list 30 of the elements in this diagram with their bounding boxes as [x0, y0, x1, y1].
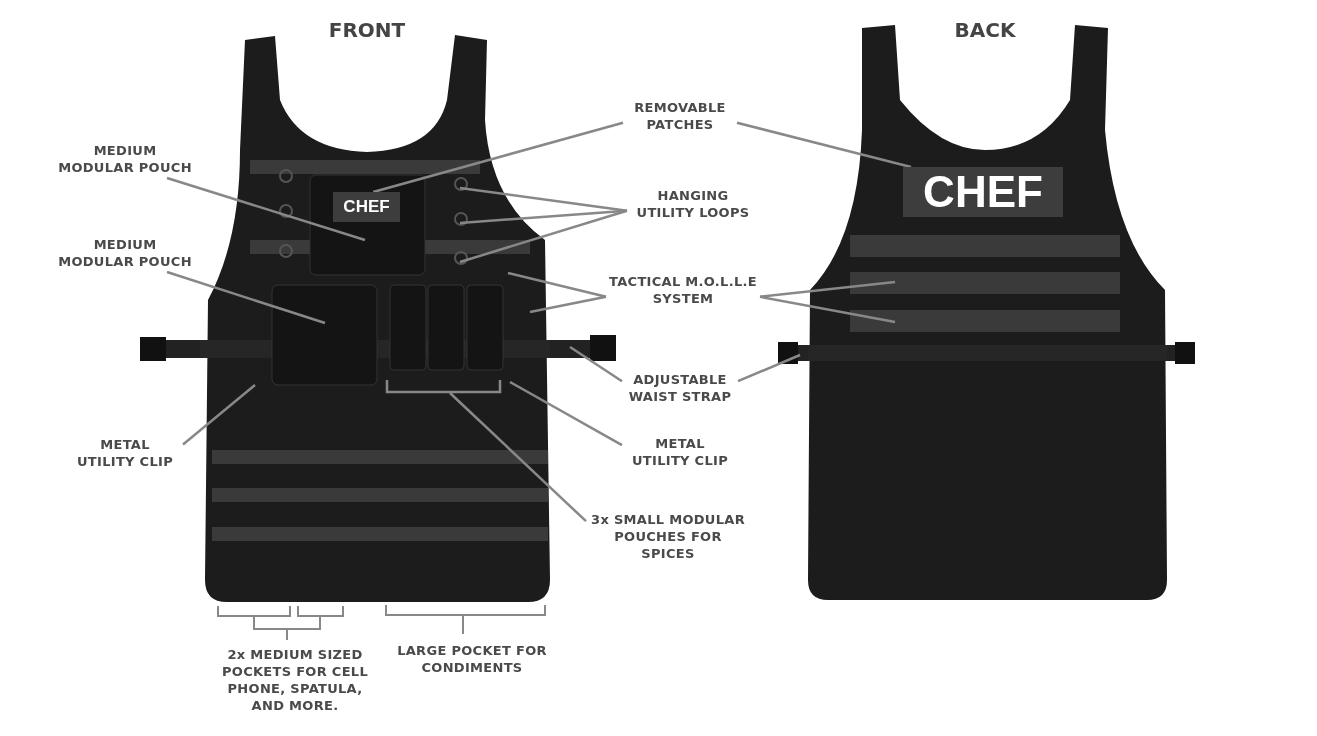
leader-line [529, 295, 607, 314]
leader-line [372, 121, 624, 194]
callout-label: TACTICAL M.O.L.L.E SYSTEM [608, 273, 758, 307]
callout-label: MEDIUM MODULAR POUCH [55, 236, 195, 270]
leader-line [737, 353, 801, 383]
name-patch: CHEF [903, 167, 1063, 217]
leader-line [736, 121, 912, 169]
callout-label: REMOVABLE PATCHES [625, 99, 735, 133]
leader-line [759, 280, 896, 299]
callout-label: HANGING UTILITY LOOPS [629, 187, 757, 221]
leader-line [166, 176, 366, 242]
callout-label: METAL UTILITY CLIP [69, 436, 181, 470]
leader-line [182, 384, 256, 446]
leader-line [449, 392, 587, 523]
leader-line [166, 270, 326, 325]
leader-line [459, 186, 628, 213]
callout-label: ADJUSTABLE WAIST STRAP [624, 371, 736, 405]
leader-line [569, 345, 623, 383]
leader-line [509, 380, 623, 447]
callout-label: MEDIUM MODULAR POUCH [55, 142, 195, 176]
view-heading: FRONT [328, 18, 406, 42]
callout-label: METAL UTILITY CLIP [624, 435, 736, 469]
leader-line [759, 295, 896, 324]
leader-line [507, 271, 607, 298]
callout-label: 2x MEDIUM SIZED POCKETS FOR CELL PHONE, SPATULA, AND MORE. [209, 646, 381, 714]
callout-label: 3x SMALL MODULAR POUCHES FOR SPICES [588, 511, 748, 562]
name-patch: CHEF [333, 192, 400, 222]
leader-line [459, 209, 628, 264]
callout-label: LARGE POCKET FOR CONDIMENTS [394, 642, 550, 676]
view-heading: BACK [954, 18, 1016, 42]
